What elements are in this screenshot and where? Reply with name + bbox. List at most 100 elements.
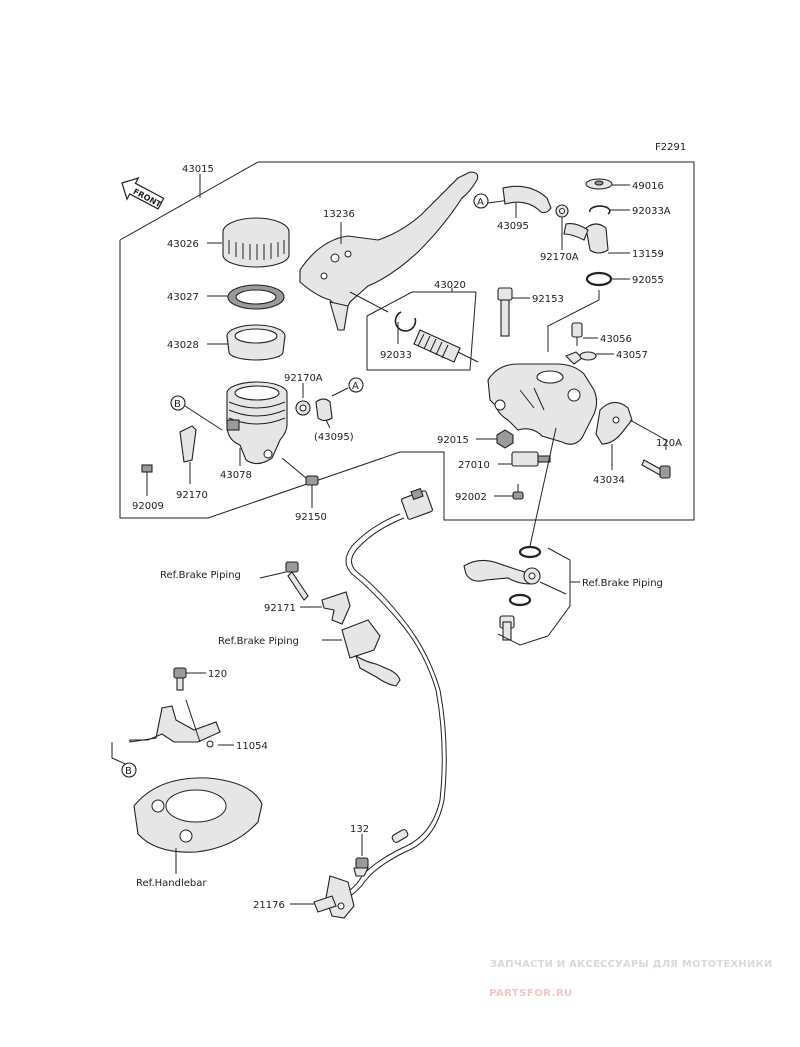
callout-27010: 27010 bbox=[458, 460, 490, 471]
callout-43026: 43026 bbox=[167, 239, 199, 250]
callout-92150: 92150 bbox=[295, 512, 327, 523]
ref-brake-piping-3: Ref.Brake Piping bbox=[582, 578, 663, 589]
leader-fitting-body bbox=[547, 290, 600, 352]
callout-13236: 13236 bbox=[323, 209, 355, 220]
piston-kit-part bbox=[413, 329, 479, 363]
front-arrow-icon: FRONT bbox=[121, 177, 165, 210]
snap-ring-92033a-part bbox=[589, 205, 611, 215]
callout-120: 120 bbox=[208, 669, 227, 680]
handlebar-guard-part bbox=[133, 777, 263, 853]
clamp-part bbox=[295, 400, 311, 416]
master-cylinder-body-part bbox=[487, 363, 598, 445]
brake-switch-part bbox=[511, 451, 551, 467]
leader-43095-paren bbox=[325, 419, 331, 429]
callout-43095: 43095 bbox=[497, 221, 529, 232]
callout-49016: 49016 bbox=[632, 181, 664, 192]
callout-92170a-right: 92170A bbox=[540, 252, 579, 263]
banjo-washer-upper-part bbox=[518, 545, 542, 559]
box-43020 bbox=[366, 291, 477, 371]
marker-a-upper-label: A bbox=[477, 197, 484, 208]
reservoir-body-part bbox=[226, 381, 288, 465]
elbow-fitting-part bbox=[563, 223, 609, 254]
marker-b-upper-label: B bbox=[174, 399, 181, 410]
figure-code: F2291 bbox=[655, 142, 686, 153]
bolt-132-part bbox=[353, 857, 369, 877]
screw-92002-part bbox=[512, 484, 524, 500]
bracket-part bbox=[179, 425, 197, 463]
callout-92171: 92171 bbox=[264, 603, 296, 614]
callout-43034: 43034 bbox=[593, 475, 625, 486]
callout-120a: 120A bbox=[656, 438, 682, 449]
marker-b-upper bbox=[170, 395, 186, 411]
bleeder-part bbox=[571, 322, 583, 346]
reservoir-hose-part bbox=[502, 185, 552, 214]
callout-92033a: 92033A bbox=[632, 206, 671, 217]
leader-b-lower bbox=[111, 742, 131, 767]
marker-a-upper bbox=[473, 193, 489, 209]
leader-a-left bbox=[331, 387, 349, 397]
callout-92015: 92015 bbox=[437, 435, 469, 446]
leader-120a bbox=[629, 419, 667, 450]
callout-43027: 43027 bbox=[167, 292, 199, 303]
leader-body-banjo bbox=[529, 427, 557, 547]
marker-b-lower bbox=[121, 762, 137, 778]
cable-grommet-part bbox=[391, 829, 409, 843]
ref-brake-piping-1: Ref.Brake Piping bbox=[160, 570, 241, 581]
clamp-holder-part bbox=[595, 401, 633, 445]
watermark-tagline: ЗАПЧАСТИ И АКСЕССУАРЫ ДЛЯ МОТОТЕХНИКИ bbox=[490, 959, 773, 970]
leader-brake-piping-1 bbox=[259, 571, 287, 579]
callout-92170a-left: 92170A bbox=[284, 373, 323, 384]
marker-b-lower-label: B bbox=[125, 766, 132, 777]
leader-b-upper bbox=[184, 405, 223, 431]
callout-92002: 92002 bbox=[455, 492, 487, 503]
cap-49016-part bbox=[585, 178, 613, 190]
ref-brake-piping-2: Ref.Brake Piping bbox=[218, 636, 299, 647]
cable-clip-part bbox=[321, 591, 351, 625]
callout-43015: 43015 bbox=[182, 164, 214, 175]
callout-43020: 43020 bbox=[434, 280, 466, 291]
diaphragm-plate-part bbox=[227, 284, 285, 310]
leader-lever-piston bbox=[349, 291, 389, 313]
marker-a-left bbox=[348, 377, 364, 393]
callout-21176: 21176 bbox=[253, 900, 285, 911]
callout-132: 132 bbox=[350, 824, 369, 835]
watermark-brand: PARTSFOR.RU bbox=[489, 988, 573, 999]
callout-43028: 43028 bbox=[167, 340, 199, 351]
bleeder-cap-part bbox=[565, 351, 597, 365]
leader-banjo-inner bbox=[539, 581, 567, 595]
connector-part bbox=[401, 487, 433, 520]
nut-92015-part bbox=[496, 429, 514, 449]
bracket-banjo-bottom bbox=[497, 633, 549, 646]
callout-92153: 92153 bbox=[532, 294, 564, 305]
bracket-43020 bbox=[366, 291, 476, 317]
bolt-92009-part bbox=[141, 464, 153, 482]
bolt-120-part bbox=[173, 667, 187, 691]
marker-a-left-label: A bbox=[352, 381, 359, 392]
callout-92033: 92033 bbox=[380, 350, 412, 361]
hose-clip-part bbox=[341, 619, 401, 687]
brake-lever-part bbox=[299, 171, 479, 331]
leader-92150-to-body bbox=[281, 457, 307, 479]
pivot-bolt-part bbox=[497, 287, 513, 337]
o-ring-92055-part bbox=[585, 271, 613, 287]
banjo-washer-lower-part bbox=[508, 593, 532, 607]
callout-13159: 13159 bbox=[632, 249, 664, 260]
callout-92170: 92170 bbox=[176, 490, 208, 501]
callout-11054: 11054 bbox=[236, 741, 268, 752]
bolt-92171-part bbox=[285, 561, 309, 601]
banjo-bolt-part bbox=[499, 615, 515, 641]
speed-sensor-part bbox=[313, 875, 355, 919]
reservoir-cap-part bbox=[222, 217, 290, 268]
leader-bolt-bracket bbox=[185, 699, 201, 743]
callout-43057: 43057 bbox=[616, 350, 648, 361]
ref-handlebar: Ref.Handlebar bbox=[136, 878, 207, 889]
callout-92009: 92009 bbox=[132, 501, 164, 512]
hose-stub-part bbox=[315, 398, 333, 422]
snap-ring-92033-part bbox=[394, 311, 417, 332]
screw-92150-part bbox=[305, 475, 319, 494]
callout-92055: 92055 bbox=[632, 275, 664, 286]
assembly-outline bbox=[119, 161, 695, 521]
bracket-banjo bbox=[547, 547, 571, 637]
bolt-120a-part bbox=[641, 459, 671, 479]
